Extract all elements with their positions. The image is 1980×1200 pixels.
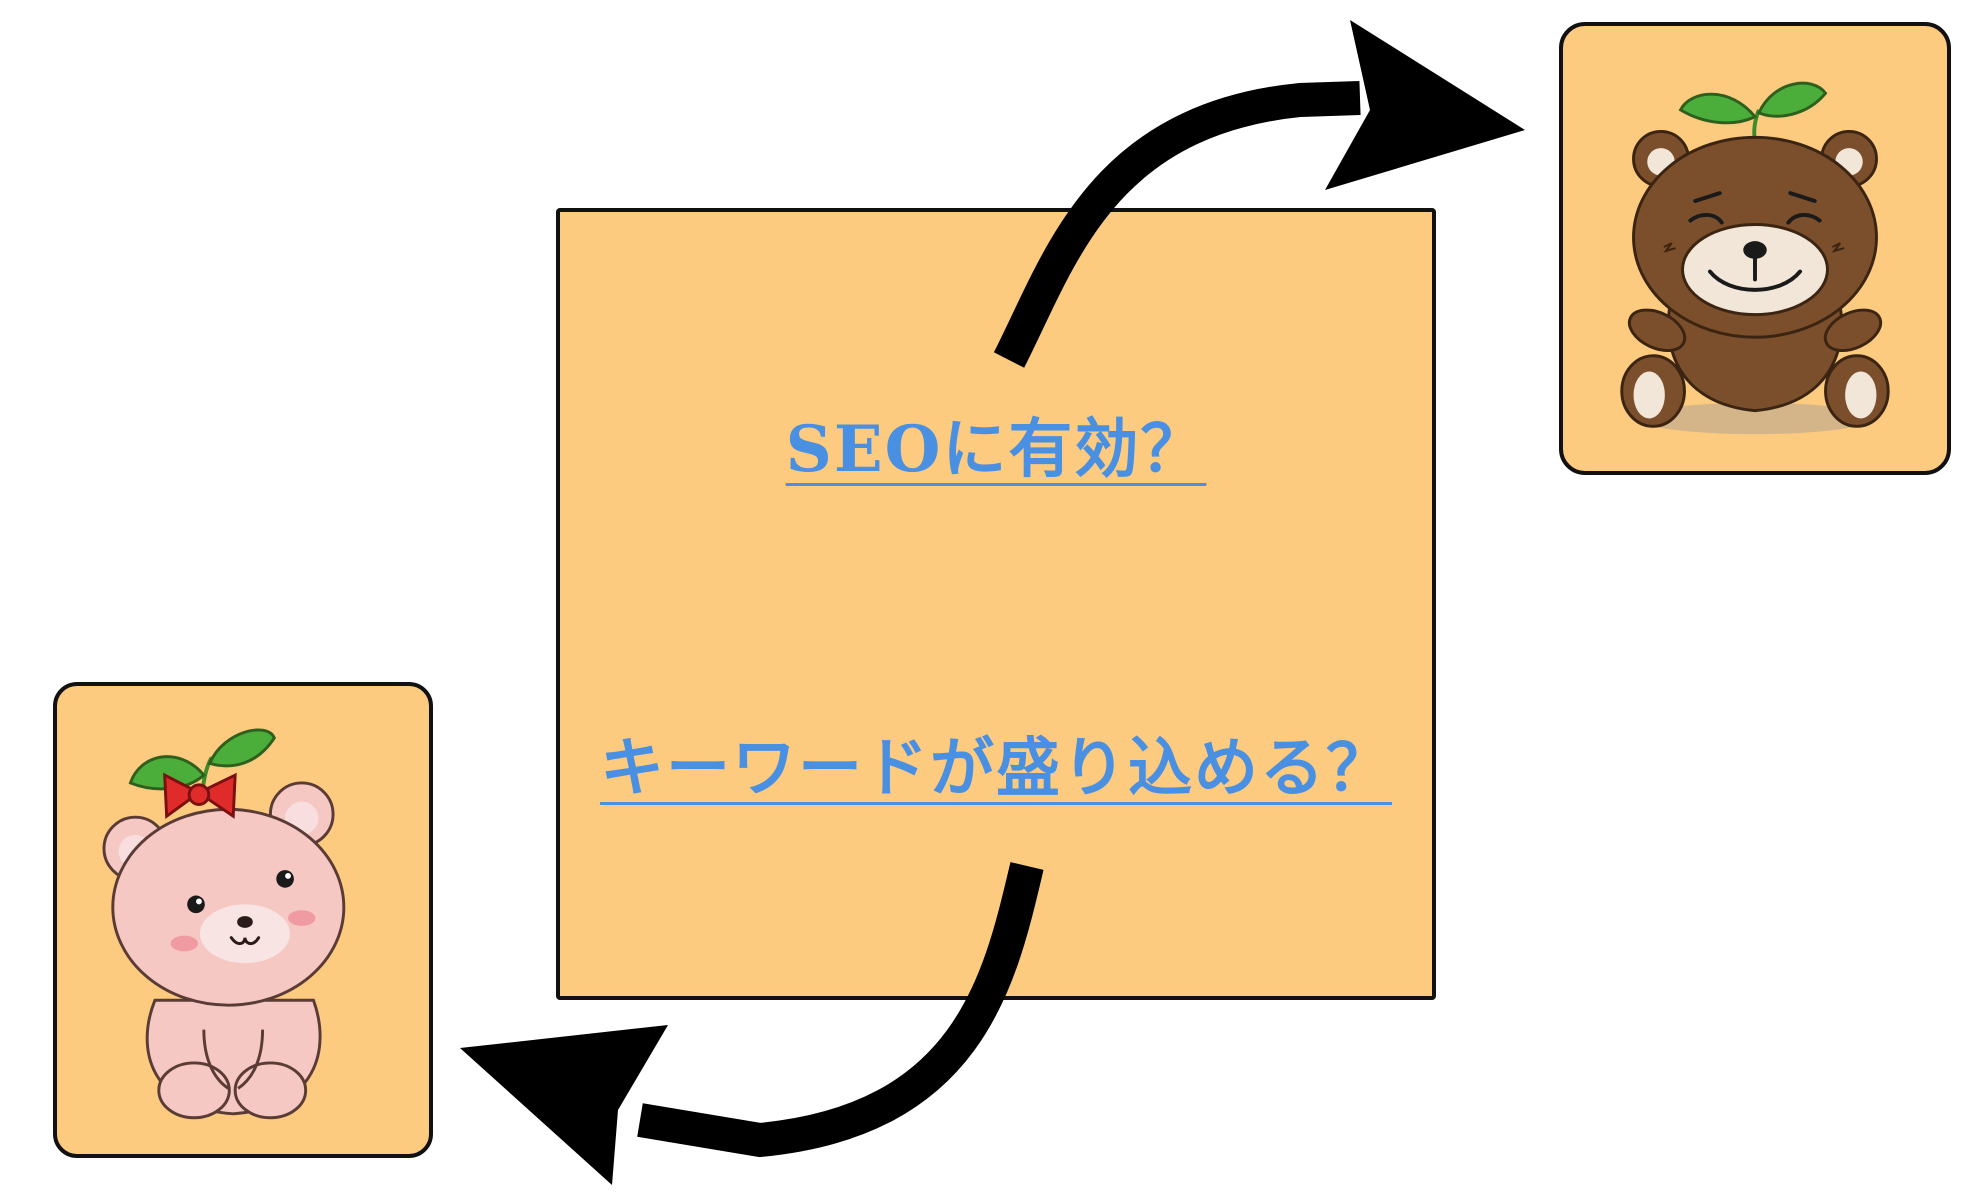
curved-arrow-up-right-icon	[1009, 20, 1525, 360]
curved-arrow-down-left-icon	[460, 866, 1027, 1185]
